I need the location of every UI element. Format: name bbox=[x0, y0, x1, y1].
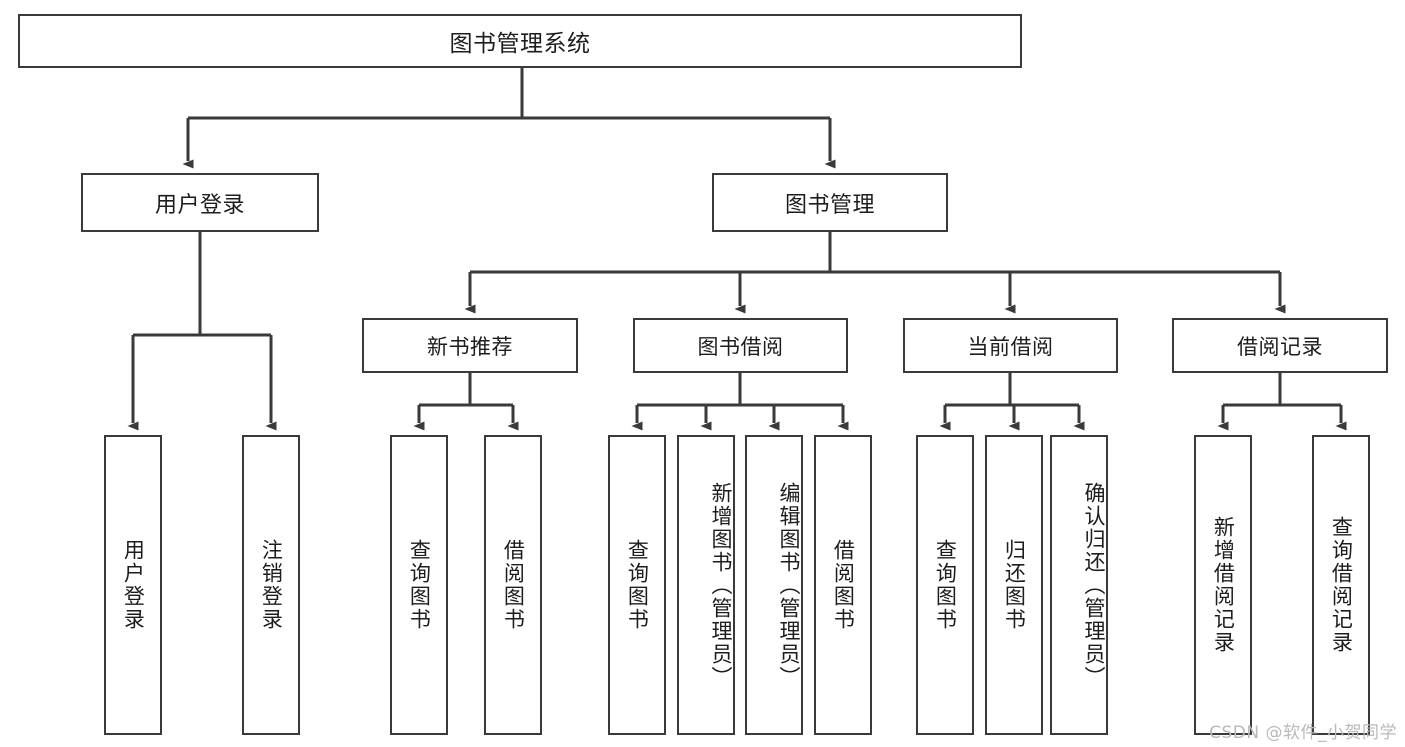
leaf-current-borrow-return[interactable]: 归还图书 bbox=[985, 435, 1043, 735]
leaf-book-borrow-edit[interactable]: 编辑图书（管理员） bbox=[745, 435, 803, 735]
leaf-borrow-record-query[interactable]: 查询借阅记录 bbox=[1312, 435, 1370, 735]
leaf-new-book-query[interactable]: 查询图书 bbox=[390, 435, 448, 735]
node-book-management[interactable]: 图书管理 bbox=[712, 173, 948, 232]
leaf-book-borrow-query[interactable]: 查询图书 bbox=[608, 435, 666, 735]
leaf-current-borrow-confirm-return[interactable]: 确认归还（管理员） bbox=[1050, 435, 1108, 735]
csdn-watermark: CSDN @软件_小贺同学 bbox=[1209, 723, 1397, 743]
leaf-borrow-record-add[interactable]: 新增借阅记录 bbox=[1194, 435, 1252, 735]
node-new-book-recommend[interactable]: 新书推荐 bbox=[362, 318, 578, 373]
leaf-current-borrow-query[interactable]: 查询图书 bbox=[916, 435, 974, 735]
node-borrow-record[interactable]: 借阅记录 bbox=[1172, 318, 1388, 373]
node-user-login[interactable]: 用户登录 bbox=[81, 173, 319, 232]
leaf-user-login-logout[interactable]: 注销登录 bbox=[242, 435, 300, 735]
leaf-new-book-borrow[interactable]: 借阅图书 bbox=[484, 435, 542, 735]
node-root-system[interactable]: 图书管理系统 bbox=[18, 14, 1022, 68]
leaf-book-borrow-borrow[interactable]: 借阅图书 bbox=[814, 435, 872, 735]
leaf-user-login-login[interactable]: 用户登录 bbox=[104, 435, 162, 735]
node-book-borrow[interactable]: 图书借阅 bbox=[633, 318, 848, 373]
leaf-book-borrow-add[interactable]: 新增图书（管理员） bbox=[677, 435, 735, 735]
node-current-borrow[interactable]: 当前借阅 bbox=[903, 318, 1118, 373]
